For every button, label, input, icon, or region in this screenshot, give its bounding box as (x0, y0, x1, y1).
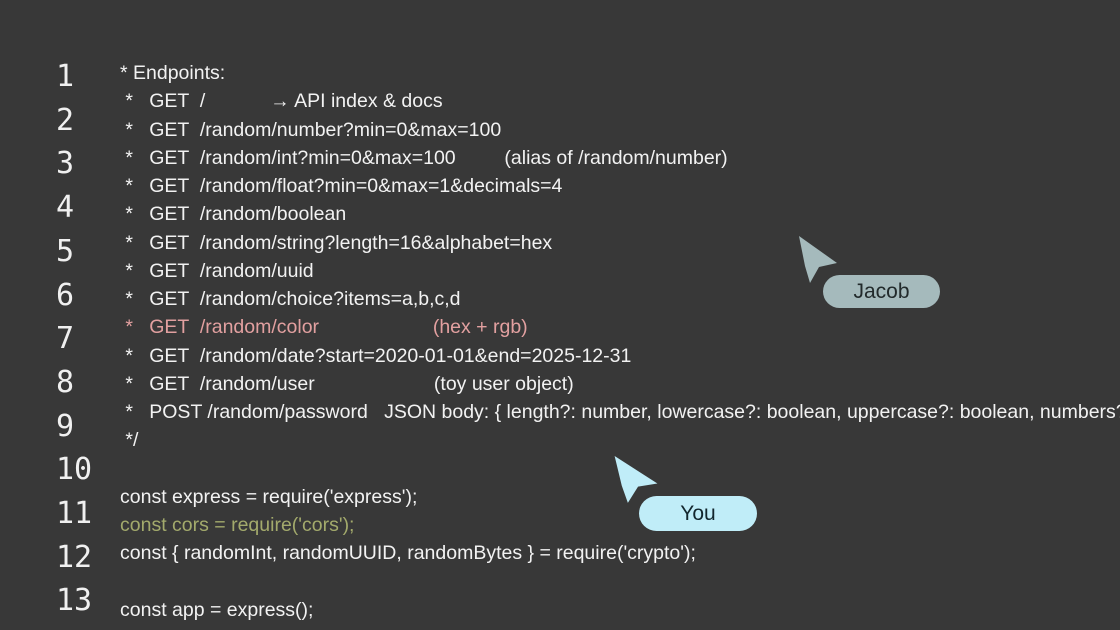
code-line[interactable]: * Endpoints: (120, 62, 226, 84)
code-line[interactable]: * GET /random/int?min=0&max=100 (alias o… (120, 146, 728, 169)
code-line[interactable]: * GET /random/uuid (120, 259, 314, 282)
code-line[interactable]: * GET / → API index & docs (120, 90, 443, 113)
jacob-cursor-name: Jacob (853, 280, 910, 303)
code-line[interactable]: const cors = require('cors'); (120, 514, 355, 536)
line-number: 1 (56, 59, 75, 94)
jacob-cursor-label: Jacob (823, 275, 940, 308)
you-cursor-label: You (639, 496, 757, 531)
code-line[interactable]: const express = require('express'); (120, 485, 418, 508)
line-number: 9 (56, 408, 75, 444)
line-number: 3 (56, 146, 75, 182)
line-number: 4 (56, 190, 75, 226)
code-line[interactable]: * GET /random/number?min=0&max=100 (120, 118, 502, 141)
line-number: 8 (56, 364, 75, 400)
code-line[interactable]: * GET /random/user (toy user object) (120, 372, 574, 395)
code-line[interactable]: * GET /random/date?start=2020-01-01&end=… (120, 344, 632, 367)
line-number: 13 (56, 583, 93, 619)
code-line[interactable]: * GET /random/float?min=0&max=1&decimals… (120, 175, 563, 197)
line-number: 7 (56, 321, 75, 357)
line-number: 12 (56, 539, 93, 575)
code-line[interactable]: * GET /random/string?length=16&alphabet=… (120, 231, 553, 254)
code-line[interactable]: * GET /random/choice?items=a,b,c,d (120, 288, 461, 310)
line-number: 2 (56, 102, 75, 138)
code-line[interactable]: * POST /random/password JSON body: { len… (120, 401, 1120, 423)
line-number: 11 (56, 496, 93, 531)
line-number: 10 (56, 452, 93, 488)
code-line[interactable]: */ (120, 429, 139, 452)
code-line[interactable]: * GET /random/boolean (120, 203, 347, 226)
code-line[interactable]: const app = express(); (120, 598, 314, 621)
code-line[interactable]: * GET /random/color (hex + rgb) (120, 316, 528, 339)
line-number: 6 (56, 277, 75, 313)
you-cursor-name: You (680, 502, 716, 525)
line-number: 5 (56, 233, 75, 269)
code-line[interactable]: const { randomInt, randomUUID, randomByt… (120, 542, 696, 565)
